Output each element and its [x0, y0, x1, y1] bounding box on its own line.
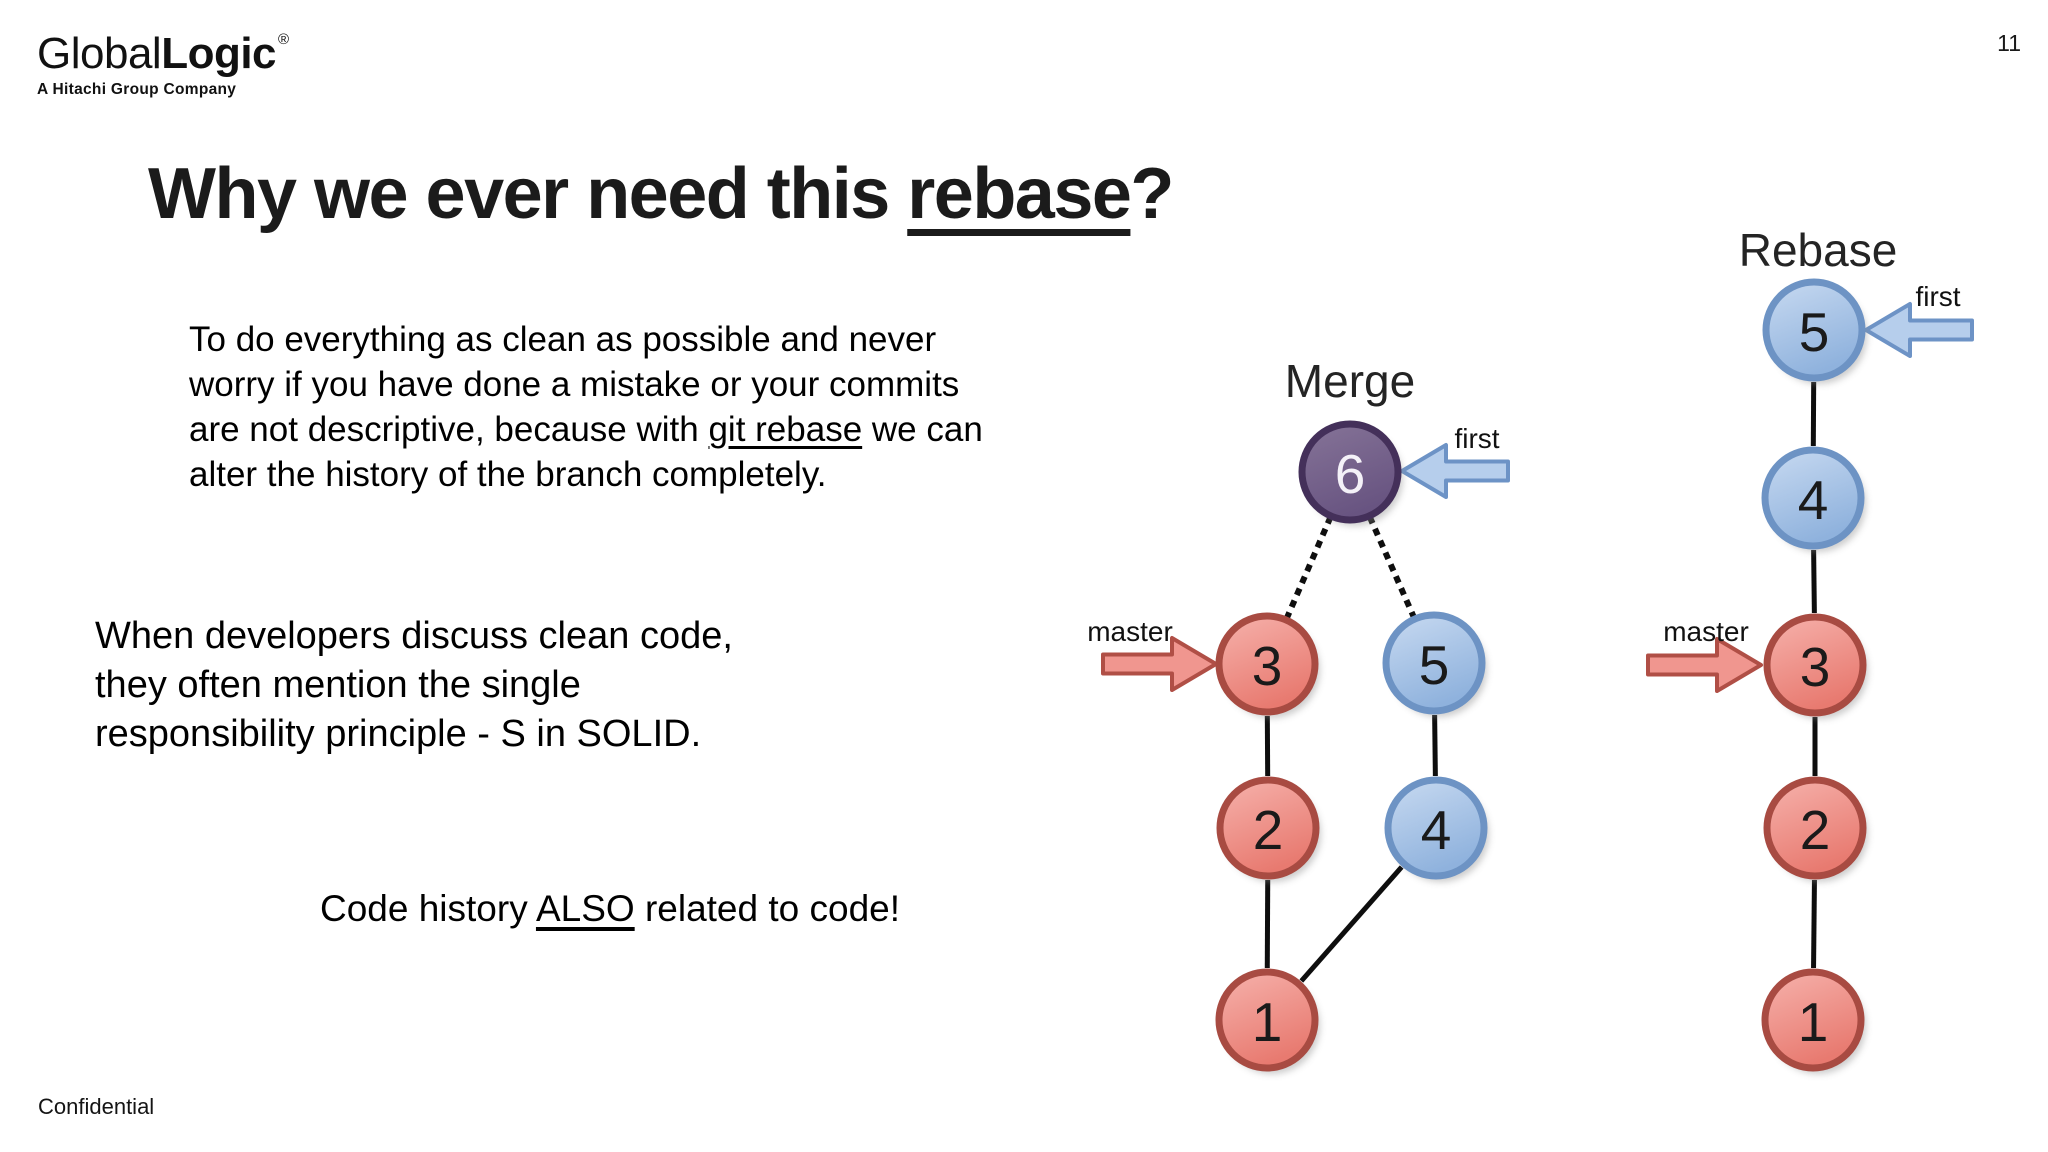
commit-number: 2 [1800, 799, 1831, 861]
commit-node-merge-6 [1298, 420, 1402, 524]
code-history-caption: Code history ALSO related to code! [320, 888, 900, 930]
commit-node-rebase-1 [1761, 968, 1865, 1072]
confidential-footer: Confidential [38, 1094, 155, 1119]
logo-global: Global [37, 29, 162, 78]
text-line: are not descriptive, because with git re… [189, 407, 983, 452]
intro-paragraph: To do everything as clean as possible an… [189, 317, 983, 497]
text-segment: they often mention the single [95, 664, 581, 706]
underlined-text: rebase [907, 154, 1132, 234]
commit-node-rebase-5 [1762, 278, 1866, 382]
master-branch-label: master [1087, 616, 1173, 647]
commit-number: 2 [1253, 799, 1284, 861]
commit-number: 5 [1419, 634, 1450, 696]
commit-number: 3 [1800, 636, 1831, 698]
text-segment: alter the history of the branch complete… [189, 455, 827, 494]
commit-edge [1811, 879, 1817, 969]
first-branch-label: first [1454, 423, 1499, 454]
commit-node-merge-3 [1215, 612, 1319, 716]
commit-number: 1 [1252, 991, 1283, 1053]
commit-edge [1811, 549, 1817, 614]
commit-node-merge-1 [1215, 968, 1319, 1072]
logo-logic: Logic [161, 29, 277, 78]
text-line: alter the history of the branch complete… [189, 452, 983, 497]
commit-number: 5 [1799, 301, 1830, 363]
text-segment: we can [862, 410, 983, 449]
slide-title: Why we ever need this rebase? [148, 153, 1174, 235]
master-pointer-arrow [1101, 636, 1218, 692]
text-segment: To do everything as clean as possible an… [189, 320, 937, 359]
master-pointer-arrow [1646, 637, 1763, 693]
master-branch-label: master [1663, 616, 1749, 647]
globallogic-logo: GlobalLogic® A Hitachi Group Company [37, 29, 289, 99]
commit-edge [1299, 865, 1404, 983]
commit-node-merge-5 [1382, 611, 1486, 715]
text-line: To do everything as clean as possible an… [189, 317, 983, 362]
text-line: responsibility principle - S in SOLID. [95, 710, 733, 759]
rebase-diagram: Rebase first master 5 4 3 2 1 [1646, 224, 1974, 1074]
text-segment: are not descriptive, because with [189, 410, 709, 449]
commit-node-rebase-2 [1763, 776, 1867, 880]
logo-tagline: A Hitachi Group Company [37, 81, 237, 99]
first-pointer-arrow [1864, 302, 1974, 358]
commit-number: 1 [1798, 991, 1829, 1053]
logo-wordmark: GlobalLogic® [37, 29, 289, 78]
commit-node-rebase-4 [1761, 446, 1865, 550]
text-segment: related to code! [634, 888, 901, 929]
text-segment: ? [1130, 154, 1174, 234]
text-segment: worry if you have done a mistake or your… [189, 365, 960, 404]
commit-number: 6 [1335, 443, 1366, 505]
commit-node-merge-2 [1216, 776, 1320, 880]
first-branch-label: first [1915, 281, 1960, 312]
commit-number: 4 [1798, 469, 1829, 531]
rebase-diagram-title: Rebase [1739, 224, 1898, 276]
commit-node-merge-4 [1384, 776, 1488, 880]
commit-number: 3 [1252, 635, 1283, 697]
text-line: they often mention the single [95, 661, 733, 710]
text-line: worry if you have done a mistake or your… [189, 362, 983, 407]
first-pointer-arrow [1400, 443, 1510, 499]
text-segment: responsibility principle - S in SOLID. [95, 713, 702, 755]
text-segment: Why we ever need this [148, 154, 908, 234]
underlined-text: git rebase [708, 410, 863, 449]
commit-edge-dotted [1366, 515, 1418, 620]
underlined-text: ALSO [535, 888, 635, 929]
text-line: When developers discuss clean code, [95, 612, 733, 661]
merge-diagram-title: Merge [1285, 355, 1415, 407]
text-segment: Code history [320, 888, 536, 929]
commit-number: 4 [1421, 799, 1452, 861]
commit-node-rebase-3 [1763, 613, 1867, 717]
registered-trademark-icon: ® [278, 31, 289, 48]
commit-edge-dotted [1283, 515, 1334, 621]
commit-edge [1432, 714, 1438, 777]
merge-diagram: Merge master first 6 3 5 2 4 1 [1087, 355, 1510, 1074]
page-number: 11 [1997, 30, 2021, 56]
text-segment: When developers discuss clean code, [95, 615, 733, 657]
solid-paragraph: When developers discuss clean code, they … [95, 612, 733, 759]
